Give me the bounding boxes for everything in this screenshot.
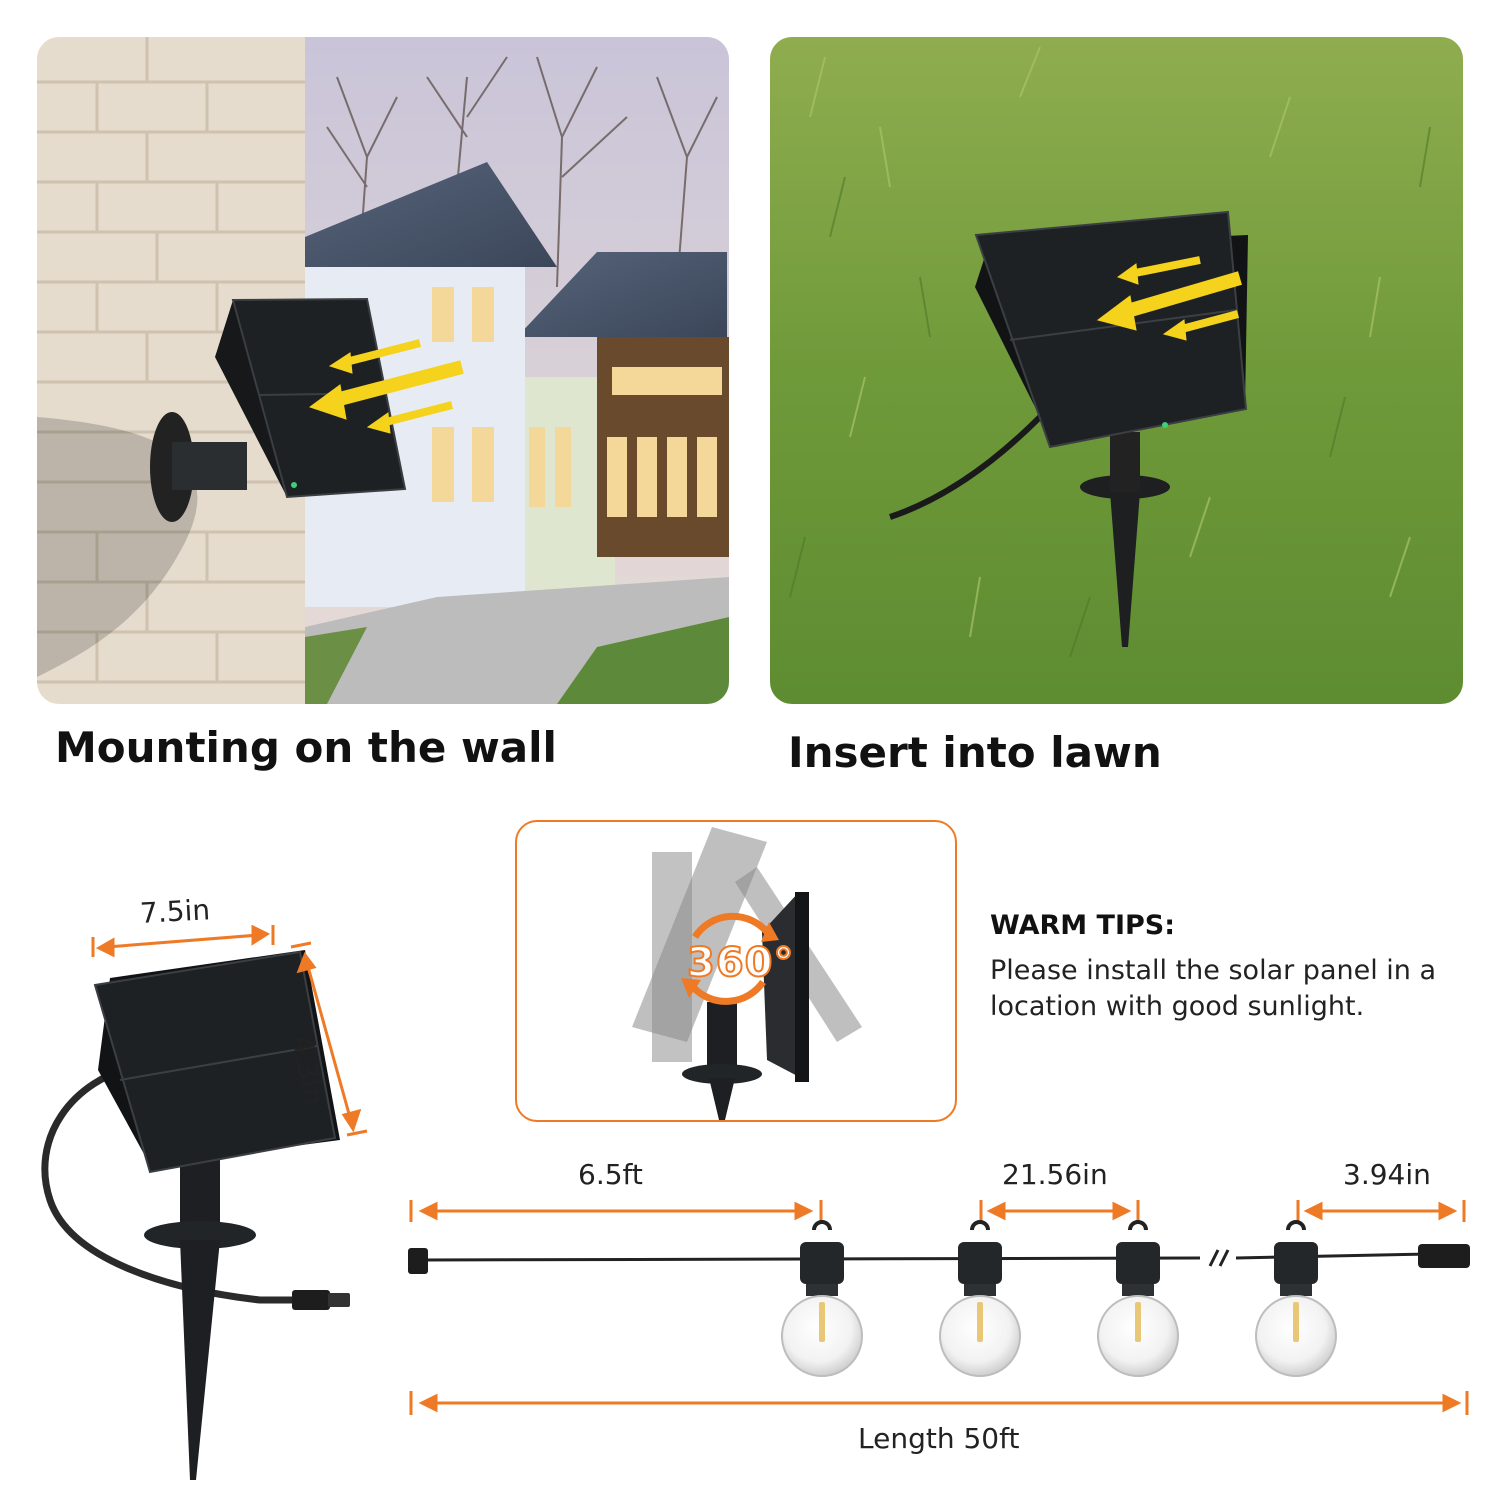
caption-wall-mount: Mounting on the wall: [55, 723, 557, 772]
sunlight-arrows-icon: [308, 339, 464, 434]
lead-cable-length-label: 6.5ft: [578, 1158, 643, 1191]
wall-mount-photo: [37, 37, 729, 704]
end-cable-length-label: 3.94in: [1343, 1158, 1431, 1191]
warm-tips-title: WARM TIPS:: [990, 910, 1176, 941]
caption-lawn-insert: Insert into lawn: [788, 728, 1162, 777]
solar-panel-stake-illustration: [41, 950, 350, 1480]
string-lights-illustration: [408, 1200, 1470, 1377]
panel-dimension-arrows: [91, 925, 368, 1137]
rotation-degrees-label: 360°: [686, 939, 795, 987]
rotation-illustration-box: 360°: [515, 820, 957, 1122]
panel-width-label: 7.5in: [139, 893, 211, 930]
sunlight-arrows-icon: [1096, 256, 1242, 341]
bulb-sockets: [781, 1220, 1337, 1377]
warm-tips-body: Please install the solar panel in a loca…: [990, 955, 1437, 1022]
bulb-spacing-label: 21.56in: [1002, 1158, 1108, 1191]
total-length-arrow: [409, 1391, 1469, 1415]
total-length-label: Length 50ft: [858, 1422, 1020, 1455]
lawn-insert-photo: [770, 37, 1463, 704]
